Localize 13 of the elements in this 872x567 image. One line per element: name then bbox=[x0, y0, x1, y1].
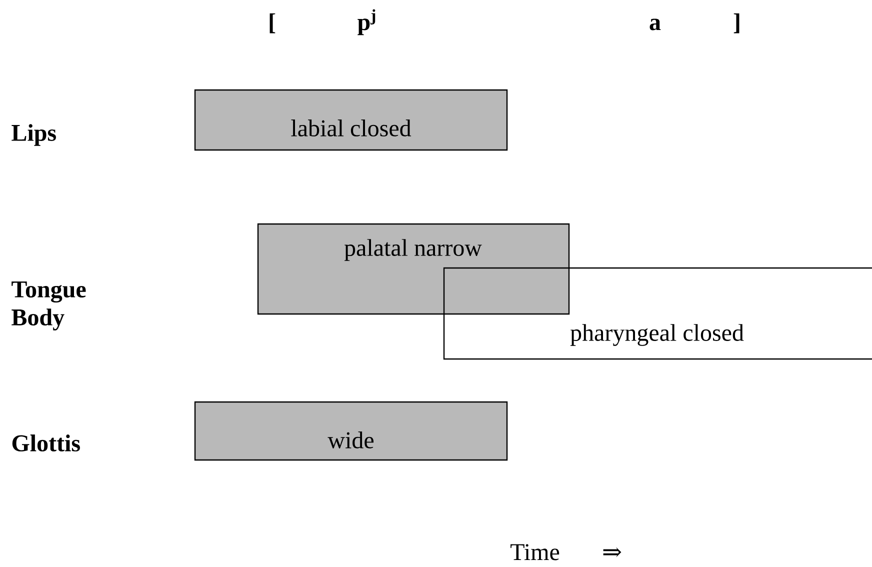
phase-box: pharyngeal closed bbox=[443, 267, 872, 360]
time-label: Time bbox=[510, 544, 560, 560]
phase-box: wide bbox=[194, 401, 508, 461]
segment-label: a bbox=[650, 18, 661, 30]
articulator-label: Glottis bbox=[12, 434, 80, 452]
articulator-label: Lips bbox=[12, 124, 56, 146]
time-arrow: ⇒ bbox=[603, 547, 622, 558]
segment-label: ] bbox=[734, 13, 740, 34]
segment-label: p$^{j}$ bbox=[358, 9, 376, 36]
phase-box: labial closed bbox=[194, 89, 508, 151]
segment-label: [ bbox=[270, 13, 276, 34]
articulator-label: Tongue Body bbox=[12, 282, 86, 330]
phase-box: palatal narrow bbox=[257, 223, 570, 315]
